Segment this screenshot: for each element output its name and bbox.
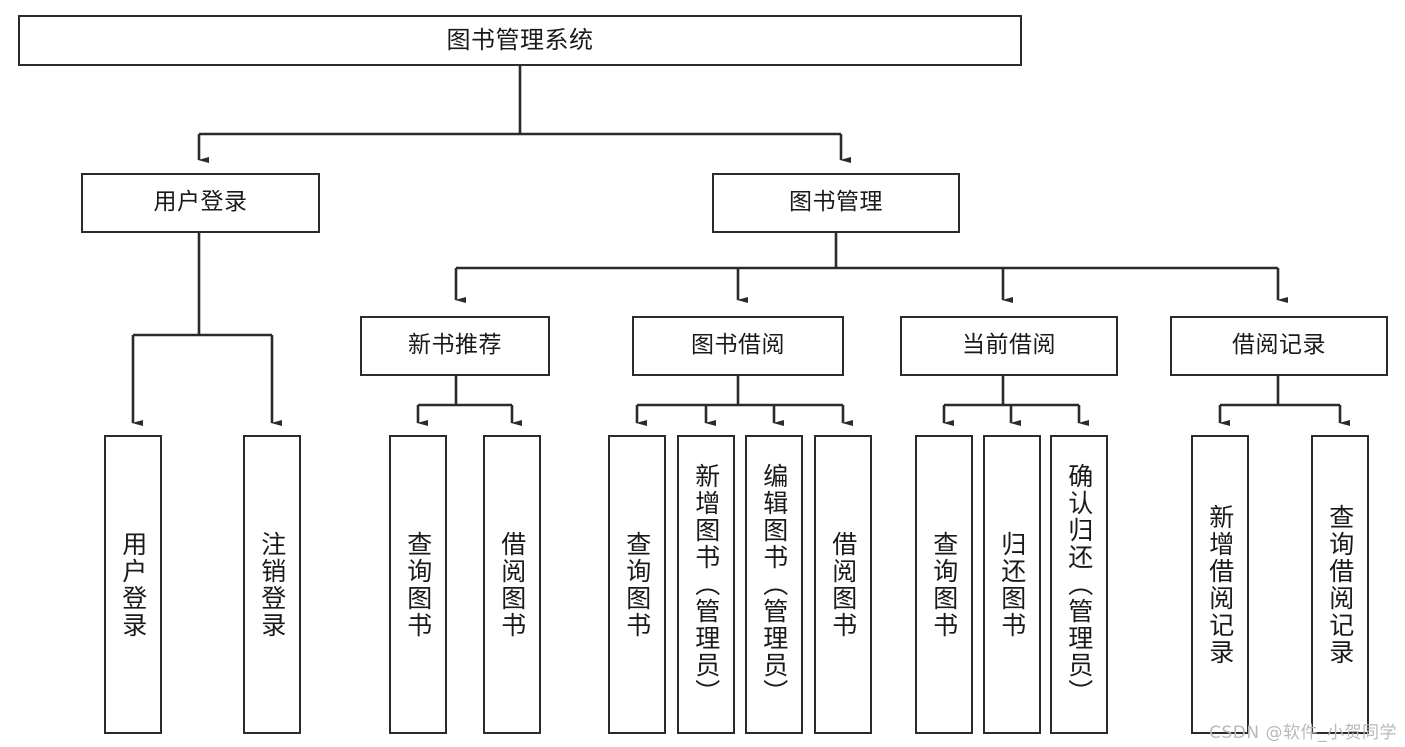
node-book-management[interactable]: 图书管理: [712, 173, 960, 233]
node-label: 图书管理: [789, 189, 883, 216]
leaf-return-book[interactable]: 归还图书: [983, 435, 1041, 734]
leaf-logout[interactable]: 注销登录: [243, 435, 301, 734]
leaf-query-book-current[interactable]: 查询图书: [915, 435, 973, 734]
node-label: 注销登录: [257, 530, 287, 639]
leaf-add-borrow-record[interactable]: 新增借阅记录: [1191, 435, 1249, 734]
node-label: 用户登录: [153, 189, 248, 216]
node-label: 查询图书: [929, 530, 959, 639]
node-label: 新书推荐: [408, 332, 502, 359]
node-label: 查询借阅记录: [1325, 503, 1355, 666]
node-label: 借阅图书: [497, 530, 527, 639]
node-current-borrow[interactable]: 当前借阅: [900, 316, 1118, 376]
node-label: 新增图书（管理员）: [691, 463, 721, 706]
node-label: 借阅记录: [1232, 332, 1326, 359]
node-root[interactable]: 图书管理系统: [18, 15, 1022, 66]
node-label: 确认归还（管理员）: [1064, 463, 1094, 706]
leaf-add-book-admin[interactable]: 新增图书（管理员）: [677, 435, 735, 734]
node-label: 新增借阅记录: [1205, 503, 1235, 666]
leaf-borrow-book-recommend[interactable]: 借阅图书: [483, 435, 541, 734]
leaf-user-login[interactable]: 用户登录: [104, 435, 162, 734]
node-label: 当前借阅: [962, 332, 1056, 359]
leaf-query-borrow-record[interactable]: 查询借阅记录: [1311, 435, 1369, 734]
leaf-confirm-return-admin[interactable]: 确认归还（管理员）: [1050, 435, 1108, 734]
node-label: 用户登录: [118, 530, 148, 639]
node-label: 借阅图书: [828, 530, 858, 639]
node-label: 查询图书: [622, 530, 652, 639]
leaf-query-book-borrow[interactable]: 查询图书: [608, 435, 666, 734]
leaf-edit-book-admin[interactable]: 编辑图书（管理员）: [745, 435, 803, 734]
node-user-login[interactable]: 用户登录: [81, 173, 320, 233]
node-new-book-recommend[interactable]: 新书推荐: [360, 316, 550, 376]
node-label: 查询图书: [403, 530, 433, 639]
node-borrow-record[interactable]: 借阅记录: [1170, 316, 1388, 376]
node-label: 编辑图书（管理员）: [759, 463, 789, 706]
node-book-borrow[interactable]: 图书借阅: [632, 316, 844, 376]
node-label: 图书管理系统: [446, 26, 594, 55]
node-label: 图书借阅: [691, 332, 785, 359]
watermark: CSDN @软件_小贺同学: [1209, 723, 1397, 743]
leaf-query-book-recommend[interactable]: 查询图书: [389, 435, 447, 734]
leaf-borrow-book[interactable]: 借阅图书: [814, 435, 872, 734]
node-label: 归还图书: [997, 530, 1027, 639]
